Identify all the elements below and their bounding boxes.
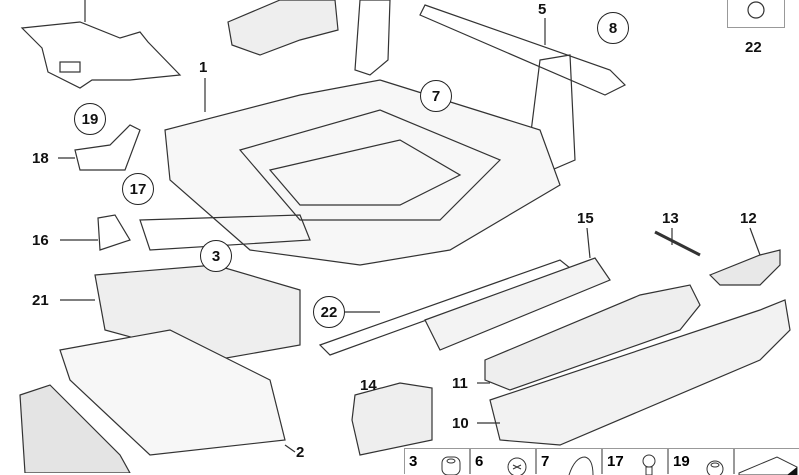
clip-icon bbox=[706, 460, 724, 475]
callout-11: 11 bbox=[452, 375, 468, 392]
switch-module-part bbox=[351, 382, 433, 456]
small-part-number: 17 bbox=[607, 453, 624, 470]
callout-22-circled: 22 bbox=[313, 296, 345, 328]
callout-1: 1 bbox=[199, 59, 208, 76]
trim-cap-part bbox=[654, 227, 781, 286]
small-part-cell: 17 bbox=[602, 448, 668, 475]
callout-22-top: 22 bbox=[745, 39, 762, 56]
screw-head-icon bbox=[507, 457, 527, 475]
seat-pan-part bbox=[19, 329, 296, 473]
small-part-number: 19 bbox=[673, 453, 690, 470]
small-part-cell: 7 bbox=[536, 448, 602, 475]
small-bracket-parts bbox=[58, 124, 141, 251]
small-part-cell: 3 bbox=[404, 448, 470, 475]
side-trim-part bbox=[477, 284, 791, 446]
rail-part bbox=[419, 4, 627, 96]
callout-17-circled: 17 bbox=[122, 173, 154, 205]
callout-7-circled: 7 bbox=[420, 80, 452, 112]
callout-3-circled: 3 bbox=[200, 240, 232, 272]
small-part-cell: 6 bbox=[470, 448, 536, 475]
callout-2: 2 bbox=[296, 444, 305, 461]
bushing-icon bbox=[441, 456, 461, 475]
control-module-part bbox=[227, 0, 339, 56]
bracket-plate-part bbox=[20, 0, 182, 89]
callout-5: 5 bbox=[538, 1, 547, 18]
callout-19-circled: 19 bbox=[74, 103, 106, 135]
small-part-number: 6 bbox=[475, 453, 484, 470]
bolt-icon bbox=[642, 454, 656, 475]
callout-8-circled: 8 bbox=[597, 12, 629, 44]
small-part-number: 7 bbox=[541, 453, 550, 470]
cap-icon bbox=[568, 456, 594, 475]
small-part-cell: 19 bbox=[668, 448, 734, 475]
part-box-22 bbox=[727, 0, 785, 28]
callout-12: 12 bbox=[740, 210, 757, 227]
small-parts-row: 3 6 7 17 19 bbox=[404, 448, 799, 475]
wedge-part-icon bbox=[738, 456, 798, 475]
callout-15: 15 bbox=[577, 210, 594, 227]
backrest-hinge-part bbox=[354, 0, 576, 176]
callout-21: 21 bbox=[32, 292, 49, 309]
rail-cover-part bbox=[424, 227, 611, 351]
small-part-cell bbox=[734, 448, 799, 475]
callout-14: 14 bbox=[360, 377, 377, 394]
callout-10: 10 bbox=[452, 415, 469, 432]
callout-16: 16 bbox=[32, 232, 49, 249]
callout-13: 13 bbox=[662, 210, 679, 227]
seat-frame-part bbox=[164, 78, 561, 266]
small-part-number: 3 bbox=[409, 453, 418, 470]
grommet-part bbox=[747, 1, 765, 19]
callout-18: 18 bbox=[32, 150, 49, 167]
